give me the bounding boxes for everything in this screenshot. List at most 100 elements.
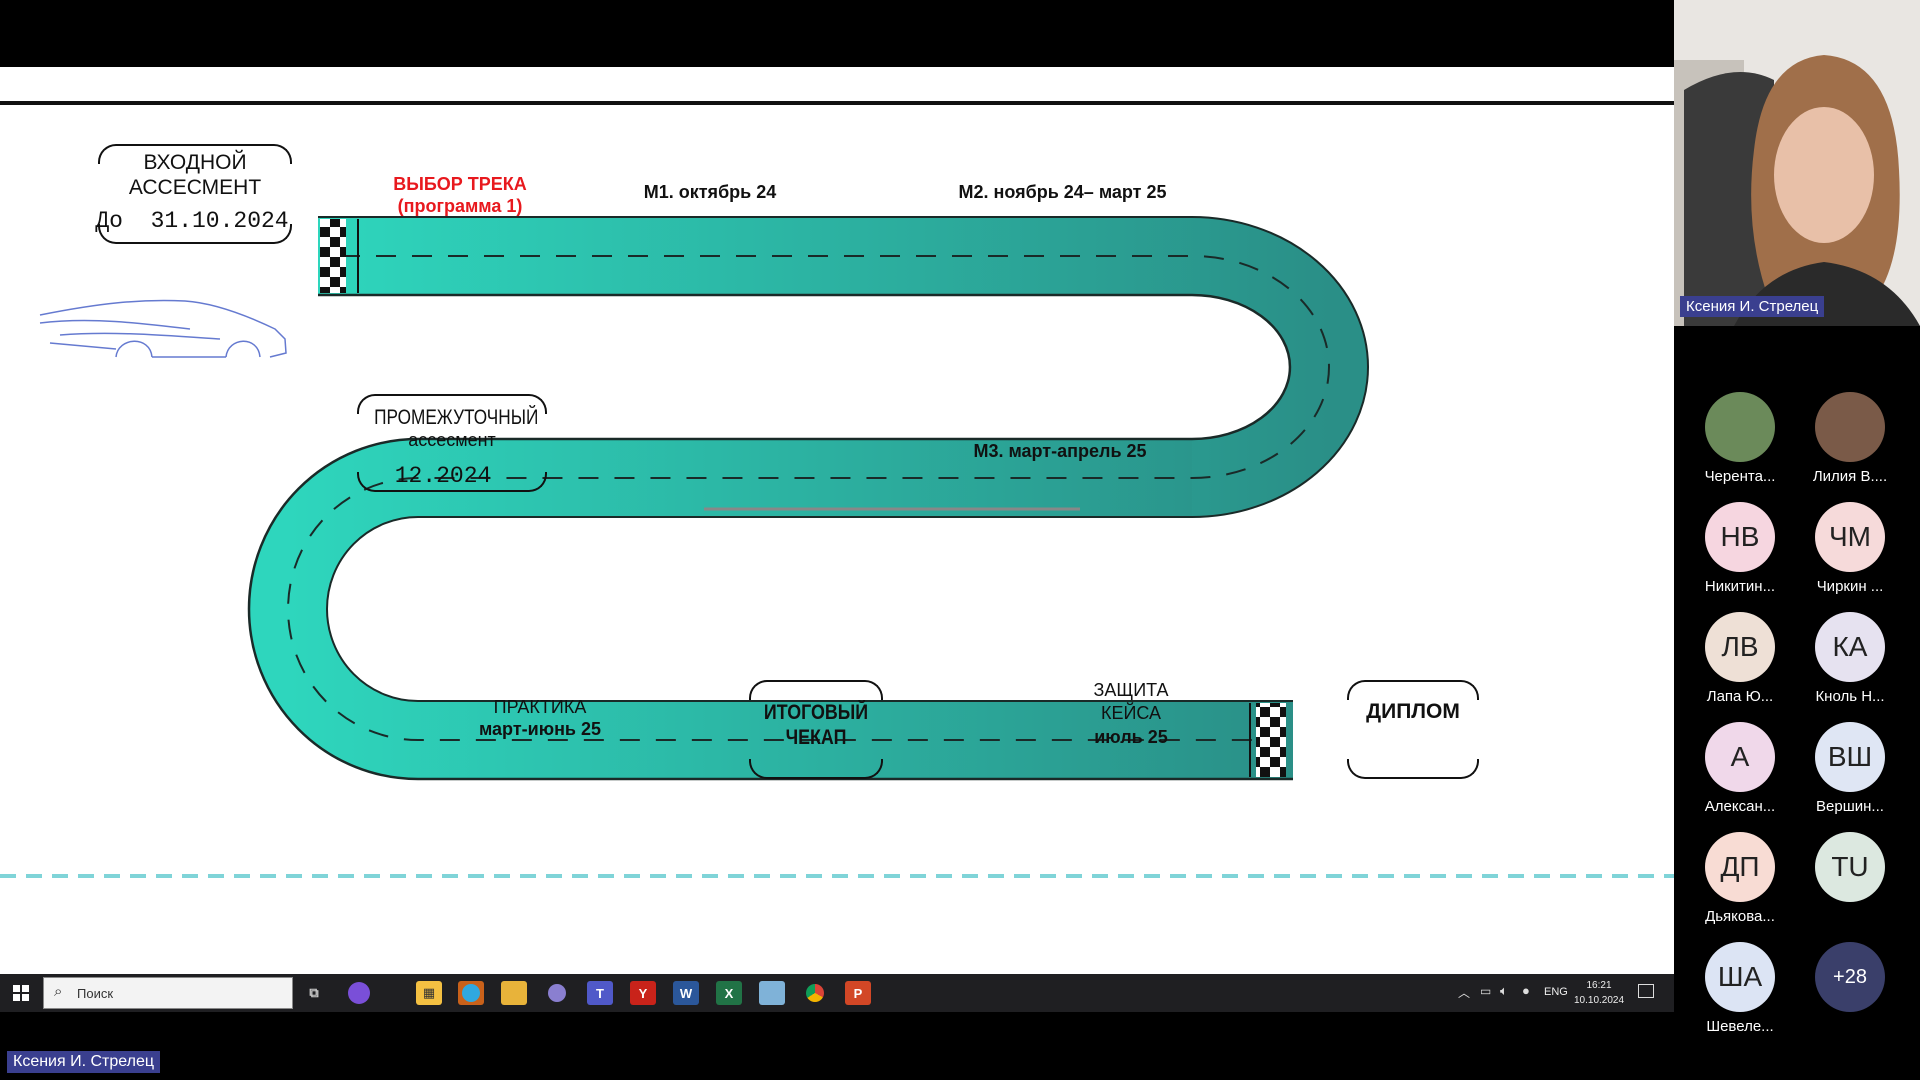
mid-line2: ассесмент bbox=[408, 430, 496, 451]
practice-line1: ПРАКТИКА bbox=[493, 697, 587, 717]
final-line2: ЧЕКАП bbox=[785, 726, 847, 750]
task-view-icon[interactable]: ⧉ bbox=[309, 985, 319, 1000]
participant-tile[interactable]: А Алексан... bbox=[1685, 722, 1795, 832]
participant-name: Кноль Н... bbox=[1815, 688, 1885, 705]
notepad-icon[interactable] bbox=[759, 981, 785, 1005]
m3-label: М3. март-апрель 25 bbox=[973, 441, 1147, 461]
clock-date: 10.10.2024 bbox=[1574, 995, 1625, 1006]
taskbar-clock[interactable]: 16:21 10.10.2024 bbox=[1574, 978, 1624, 1008]
participant-tile[interactable]: НВ Никитин... bbox=[1685, 502, 1795, 612]
avatar: ВШ bbox=[1815, 722, 1885, 792]
track-choice-line1: ВЫБОР ТРЕКА bbox=[393, 174, 527, 194]
avatar bbox=[1705, 392, 1775, 462]
store-icon[interactable]: ▦ bbox=[416, 981, 442, 1005]
avatar: НВ bbox=[1705, 502, 1775, 572]
final-checkup-title: ИТОГОВЫЙ ЧЕКАП bbox=[749, 700, 883, 750]
participant-tile[interactable]: TU bbox=[1795, 832, 1905, 942]
case-defense-label: ЗАЩИТА КЕЙСА июль 25 bbox=[1071, 679, 1191, 749]
speaker-name-tag: Ксения И. Стрелец bbox=[1680, 296, 1825, 317]
participant-tile[interactable]: Черента... bbox=[1685, 392, 1795, 502]
teams-icon[interactable]: T bbox=[587, 981, 613, 1005]
participants-panel: Ксения И. Стрелец Черента... Лилия В....… bbox=[1674, 0, 1920, 1080]
participant-tile[interactable]: Лилия В.... bbox=[1795, 392, 1905, 502]
avatar bbox=[1815, 392, 1885, 462]
m2-label: М2. ноябрь 24– март 25 bbox=[958, 182, 1167, 202]
copilot-icon[interactable] bbox=[348, 982, 370, 1004]
finish-checkered-flag bbox=[1256, 703, 1286, 777]
shared-screen: ВХОДНОЙ АССЕСМЕНТ До 31.10.2024 ВЫБОР ТР… bbox=[0, 67, 1674, 1012]
participant-tile[interactable]: ЧМ Чиркин ... bbox=[1795, 502, 1905, 612]
windows-start-icon[interactable] bbox=[8, 981, 34, 1005]
avatar: TU bbox=[1815, 832, 1885, 902]
mid-assessment-date: 12.2024 bbox=[394, 463, 492, 489]
road-center-dashes bbox=[287, 255, 1330, 741]
file-explorer-icon[interactable] bbox=[501, 981, 527, 1005]
participant-tile[interactable]: ВШ Вершин... bbox=[1795, 722, 1905, 832]
avatar: ША bbox=[1705, 942, 1775, 1012]
notifications-icon[interactable] bbox=[1638, 984, 1654, 998]
taskbar-search-box[interactable]: ⌕ Поиск bbox=[43, 977, 293, 1009]
start-checkered-flag bbox=[320, 219, 346, 293]
chrome-icon[interactable] bbox=[802, 981, 828, 1005]
road-edge-inner bbox=[247, 293, 1293, 781]
participant-tile[interactable]: ША Шевеле... bbox=[1685, 942, 1795, 1052]
participant-name: Лапа Ю... bbox=[1706, 688, 1774, 705]
participant-tile[interactable]: ДП Дьякова... bbox=[1685, 832, 1795, 942]
more-participants-tile[interactable]: +28 bbox=[1795, 942, 1905, 1052]
case-line2: КЕЙСА bbox=[1100, 703, 1162, 724]
road-middle-segment bbox=[249, 439, 1293, 779]
avatar: ДП bbox=[1705, 832, 1775, 902]
case-line3: июль 25 bbox=[1094, 726, 1168, 747]
tray-chevron-icon[interactable]: ︿ bbox=[1458, 986, 1471, 1000]
volume-icon[interactable]: 🔈︎ bbox=[1500, 983, 1508, 998]
avatar: ЛВ bbox=[1705, 612, 1775, 682]
word-icon[interactable]: W bbox=[673, 981, 699, 1005]
presentation-slide: ВХОДНОЙ АССЕСМЕНТ До 31.10.2024 ВЫБОР ТР… bbox=[0, 67, 1674, 974]
participant-name: Лилия В.... bbox=[1812, 468, 1888, 485]
browser-icon[interactable] bbox=[544, 981, 570, 1005]
practice-line2: март-июнь 25 bbox=[478, 718, 602, 739]
avatar: А bbox=[1705, 722, 1775, 792]
race-track-diagram bbox=[0, 101, 1674, 878]
road-edge-outer bbox=[318, 216, 1369, 702]
participant-name: Никитин... bbox=[1704, 578, 1776, 595]
powerpoint-icon[interactable]: P bbox=[845, 981, 871, 1005]
participant-name: Шевеле... bbox=[1706, 1018, 1774, 1035]
final-bracket-top bbox=[749, 680, 883, 700]
avatar: ЧМ bbox=[1815, 502, 1885, 572]
track-choice-label: ВЫБОР ТРЕКА (программа 1) bbox=[380, 174, 540, 217]
participant-name: Алексан... bbox=[1704, 798, 1776, 815]
mid-line1: ПРОМЕЖУТОЧНЫЙ bbox=[374, 406, 539, 429]
more-participants-count: +28 bbox=[1815, 942, 1885, 1012]
participant-tile[interactable]: ЛВ Лапа Ю... bbox=[1685, 612, 1795, 722]
case-line1: ЗАЩИТА bbox=[1093, 680, 1169, 700]
diploma-bracket-bottom bbox=[1347, 759, 1479, 779]
participant-name: Чиркин ... bbox=[1816, 578, 1884, 595]
mid-assessment-title: ПРОМЕЖУТОЧНЫЙ ассесмент bbox=[357, 405, 547, 452]
language-indicator[interactable]: ENG bbox=[1544, 986, 1568, 998]
excel-icon[interactable]: X bbox=[716, 981, 742, 1005]
entry-line2: АССЕСМЕНТ bbox=[128, 176, 262, 200]
network-icon[interactable]: ▭ bbox=[1480, 984, 1492, 998]
yandex-icon[interactable]: Y bbox=[630, 981, 656, 1005]
diploma-bracket-top bbox=[1347, 680, 1479, 700]
entry-assessment-title: ВХОДНОЙ АССЕСМЕНТ bbox=[98, 150, 292, 200]
diploma-label: ДИПЛОМ bbox=[1366, 700, 1460, 723]
participant-name: Вершин... bbox=[1816, 798, 1884, 815]
participant-tile[interactable]: КА Кноль Н... bbox=[1795, 612, 1905, 722]
windows-taskbar: ⌕ Поиск ⧉ ▦ T Y W X P ︿ ▭ 🔈︎ ● ENG 16:21… bbox=[0, 974, 1674, 1012]
clock-time: 16:21 bbox=[1586, 980, 1612, 991]
m1-label: М1. октябрь 24 bbox=[643, 182, 777, 202]
speaker-video: Ксения И. Стрелец bbox=[1674, 0, 1920, 326]
search-placeholder: Поиск bbox=[77, 986, 114, 1001]
car-outline-icon bbox=[39, 299, 287, 358]
final-line1: ИТОГОВЫЙ bbox=[763, 701, 869, 724]
edge-icon[interactable] bbox=[458, 981, 484, 1005]
participant-name: Дьякова... bbox=[1705, 908, 1775, 925]
entry-line1: ВХОДНОЙ bbox=[143, 151, 247, 174]
participant-name: Черента... bbox=[1704, 468, 1776, 485]
final-bracket-bottom bbox=[749, 759, 883, 779]
microphone-icon[interactable]: ● bbox=[1522, 983, 1530, 998]
presenter-name-tag: Ксения И. Стрелец bbox=[7, 1051, 161, 1073]
track-choice-line2: (программа 1) bbox=[397, 195, 523, 216]
